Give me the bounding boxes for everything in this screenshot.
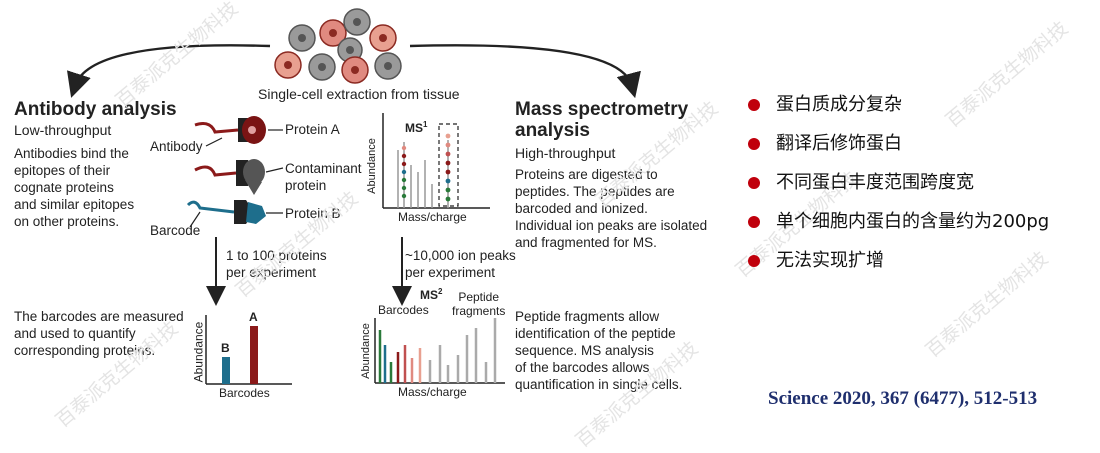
ms2-spectrum: [374, 318, 505, 384]
bar-a-label: A: [249, 310, 258, 324]
ms2-barcodes-label: Barcodes: [378, 303, 429, 317]
top-caption: Single-cell extraction from tissue: [258, 86, 460, 102]
bullet-item: 不同蛋白丰度范围跨度宽: [748, 172, 1049, 211]
left-description: Antibodies bind the epitopes of their co…: [14, 146, 135, 229]
ms2-xlabel: Mass/charge: [398, 385, 467, 399]
right-branch-arrow: [409, 44, 641, 99]
antibody-contaminant: [194, 159, 284, 195]
bullet-dot-icon: [748, 177, 760, 189]
ms2-ylabel: Abundance: [359, 323, 372, 379]
ms1-colored-dots: [401, 133, 451, 202]
left-subtitle: Low-throughput: [14, 122, 112, 138]
bullet-list: 蛋白质成分复杂 翻译后修饰蛋白 不同蛋白丰度范围跨度宽 单个细胞内蛋白的含量约为…: [748, 94, 1049, 289]
bullet-item: 蛋白质成分复杂: [748, 94, 1049, 133]
bar-b-label: B: [221, 341, 230, 355]
figure: Single-cell extraction from tissue Antib…: [14, 8, 708, 400]
bullet-item: 翻译后修饰蛋白: [748, 133, 1049, 172]
barcode-chart-ylabel: Abundance: [191, 321, 206, 383]
right-result-text: Peptide fragments allow identification o…: [515, 309, 683, 392]
ms1-label: MS1: [405, 120, 428, 135]
ms1-peaks: [397, 140, 449, 208]
tissue-cells: [274, 8, 402, 84]
ms1-selection-box: [438, 123, 459, 207]
right-subtitle: High-throughput: [515, 145, 616, 161]
left-title: Antibody analysis: [14, 99, 177, 120]
left-branch-arrow: [67, 44, 271, 98]
barcode-chart: [205, 315, 292, 385]
right-title: Mass spectrometry analysis: [515, 99, 689, 141]
contaminant-label: Contaminant protein: [285, 161, 362, 193]
bullet-item: 无法实现扩增: [748, 250, 1049, 289]
bullet-item: 单个细胞内蛋白的含量约为200pg: [748, 211, 1049, 250]
middle-arrow-text: ~10,000 ion peaks per experiment: [405, 248, 516, 280]
left-result-text: The barcodes are measured and used to qu…: [14, 309, 184, 358]
right-description: Proteins are digested to peptides. The p…: [515, 167, 708, 250]
ms1-ylabel: Abundance: [365, 138, 378, 194]
bullet-dot-icon: [748, 216, 760, 228]
left-arrow-text: 1 to 100 proteins per experiment: [226, 248, 327, 280]
bullet-dot-icon: [748, 99, 760, 111]
ms2-peptide-label: Peptide fragments: [452, 290, 506, 318]
antibody-label: Antibody: [150, 139, 203, 154]
antibody-protein-a: [194, 116, 283, 147]
barcode-label: Barcode: [150, 223, 201, 238]
figure-graphics: [67, 8, 641, 385]
citation: Science 2020, 367 (6477), 512-513: [768, 388, 1038, 409]
bar-a: [250, 326, 258, 384]
protein-a-label: Protein A: [285, 122, 340, 137]
bullet-dot-icon: [748, 255, 760, 267]
bar-b: [222, 357, 230, 384]
ms2-label: MS2: [420, 287, 443, 302]
protein-b-label: Protein B: [285, 206, 341, 221]
ms1-spectrum: [382, 113, 490, 209]
ms1-xlabel: Mass/charge: [398, 210, 467, 224]
barcode-chart-xlabel: Barcodes: [219, 386, 270, 400]
bullet-dot-icon: [748, 138, 760, 150]
barcoded-antibody-protein-b: [186, 200, 283, 228]
